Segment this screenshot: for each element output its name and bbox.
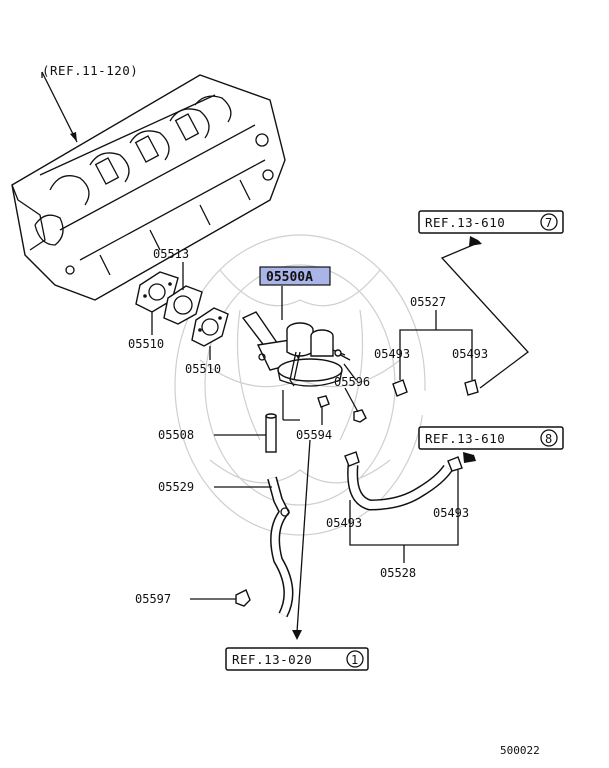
ref-8-num: 8 xyxy=(545,432,552,446)
ref-1-num: 1 xyxy=(351,653,358,667)
label-05493-d[interactable]: 05493 xyxy=(433,506,469,520)
label-05510-b[interactable]: 05510 xyxy=(185,362,221,376)
label-05493-b[interactable]: 05493 xyxy=(452,347,488,361)
label-05510-a[interactable]: 05510 xyxy=(128,337,164,351)
label-05597[interactable]: 05597 xyxy=(135,592,171,606)
arrow-to-ref-7 xyxy=(469,236,482,246)
ref-box-8 xyxy=(418,426,564,450)
ref-fuel-hose-7[interactable]: REF.13-610 xyxy=(425,215,505,230)
gasket-05510-b xyxy=(191,307,229,347)
hose-05529 xyxy=(267,476,294,618)
ref-7-circle xyxy=(540,213,558,231)
label-05529[interactable]: 05529 xyxy=(158,480,194,494)
ref-box-1 xyxy=(225,647,369,671)
insulator-05513 xyxy=(163,285,203,325)
label-05528[interactable]: 05528 xyxy=(380,566,416,580)
ref-1-circle xyxy=(346,650,364,668)
fuel-pump xyxy=(241,311,346,387)
fuel-pump-label-highlight xyxy=(259,266,331,286)
label-05493-c[interactable]: 05493 xyxy=(326,516,362,530)
cylinder-head xyxy=(11,74,286,301)
leader-line xyxy=(41,71,78,143)
label-05596[interactable]: 05596 xyxy=(334,375,370,389)
ref-8-circle xyxy=(540,429,558,447)
clamp-05493-d xyxy=(447,456,463,472)
hose-05528 xyxy=(347,464,453,511)
label-05493-a[interactable]: 05493 xyxy=(374,347,410,361)
arrowhead xyxy=(70,132,77,142)
arrow-to-ref-8 xyxy=(463,452,476,463)
ref-cylinder-head[interactable]: (REF.11-120) xyxy=(42,63,138,78)
ref-box-7 xyxy=(418,210,564,234)
hose-05527 xyxy=(397,388,466,416)
clamp-05493-c xyxy=(344,451,360,467)
clamp-05493-b xyxy=(464,379,479,396)
ref-fuel-line-1[interactable]: REF.13-020 xyxy=(232,652,312,667)
label-05527[interactable]: 05527 xyxy=(410,295,446,309)
ref-7-num: 7 xyxy=(545,216,552,230)
ref-fuel-hose-8[interactable]: REF.13-610 xyxy=(425,431,505,446)
diagram-code: 500022 xyxy=(500,744,540,757)
label-05594[interactable]: 05594 xyxy=(296,428,332,442)
arrow-to-ref-1 xyxy=(292,630,302,640)
fuel-pump-label[interactable]: 05500A xyxy=(266,270,313,285)
label-05513[interactable]: 05513 xyxy=(153,247,189,261)
bolt-05596 xyxy=(334,349,351,361)
nut-05594 xyxy=(317,395,367,423)
clamp-05493-a xyxy=(392,379,408,397)
pipe-05508 xyxy=(265,413,277,453)
label-05508[interactable]: 05508 xyxy=(158,428,194,442)
clip-05597 xyxy=(235,589,251,607)
